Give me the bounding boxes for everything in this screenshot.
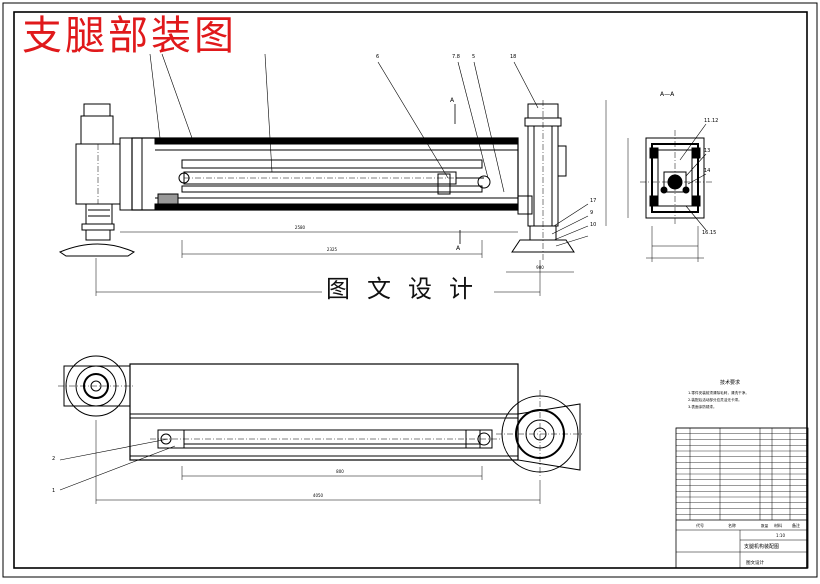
section-title-a-a: A—A	[660, 91, 675, 98]
column-cap	[83, 103, 111, 117]
front-view	[58, 53, 607, 296]
section-a-a	[627, 123, 712, 262]
tb-qty: 数量	[761, 523, 769, 528]
watermark: 图文设计	[322, 276, 494, 302]
bom-rows	[676, 427, 808, 515]
tb-note: 备注	[792, 522, 800, 528]
column-collar	[85, 203, 113, 225]
bom-table	[675, 427, 809, 569]
tb-company: 图文设计	[746, 559, 764, 566]
main-beam-plate-bottom	[154, 203, 519, 211]
balloon-17: 17	[590, 198, 596, 204]
drawing-title: 支腿部装图	[22, 13, 237, 59]
top-view	[58, 355, 584, 504]
balloon-6: 6	[376, 54, 379, 60]
notes-heading: 技术要求	[720, 379, 740, 386]
balloon-16.15: 16.15	[702, 230, 716, 236]
tb-code: 代号	[696, 522, 704, 528]
section-mark-bottom: A	[456, 245, 461, 252]
section-mark-top: A	[450, 97, 455, 104]
balloon-13: 13	[704, 148, 710, 154]
notes-line: 3.表面涂防锈漆。	[688, 404, 717, 409]
beam-plan	[129, 363, 519, 461]
tb-mat: 材料	[774, 522, 782, 528]
notes-line: 2.装配后活动部分应灵活无卡滞。	[688, 397, 742, 402]
dim-d5: 4050	[313, 493, 324, 498]
balloon-11.12: 11.12	[704, 118, 718, 124]
dim-d2: 2580	[295, 225, 306, 230]
balloon-10: 10	[590, 222, 596, 228]
balloon-5: 5	[472, 54, 475, 60]
notes-line: 1.零件安装前须清除毛刺，清洗干净。	[688, 390, 749, 395]
balloon-2: 2	[52, 456, 55, 462]
tb-name: 支腿机构装配图	[744, 543, 779, 550]
labels: 6 7.8 5 18 11.12 13 14 16.15 17 9 10 2 1 A—A A A 2325 258…	[52, 54, 800, 566]
foot-pad-left	[58, 243, 136, 257]
dim-d1: 2325	[327, 247, 338, 252]
column-upper	[80, 115, 114, 145]
balloon-18: 18	[510, 54, 516, 60]
leg-housing	[119, 137, 143, 211]
main-beam-outer	[131, 137, 519, 211]
tb-name-h: 名称	[728, 522, 736, 528]
dim-d3: 900	[536, 265, 544, 270]
foot-pad-right	[511, 239, 575, 253]
balloon-1: 1	[52, 488, 55, 494]
balloon-14: 14	[704, 168, 710, 174]
dim-d4: 800	[336, 469, 344, 474]
inner-border	[13, 11, 808, 569]
balloon-9: 9	[590, 210, 593, 216]
inner-guide	[181, 159, 483, 169]
balloon-7.8: 7.8	[452, 54, 460, 60]
main-beam-plate-top	[154, 137, 519, 145]
tb-scale: 1:10	[776, 533, 785, 538]
